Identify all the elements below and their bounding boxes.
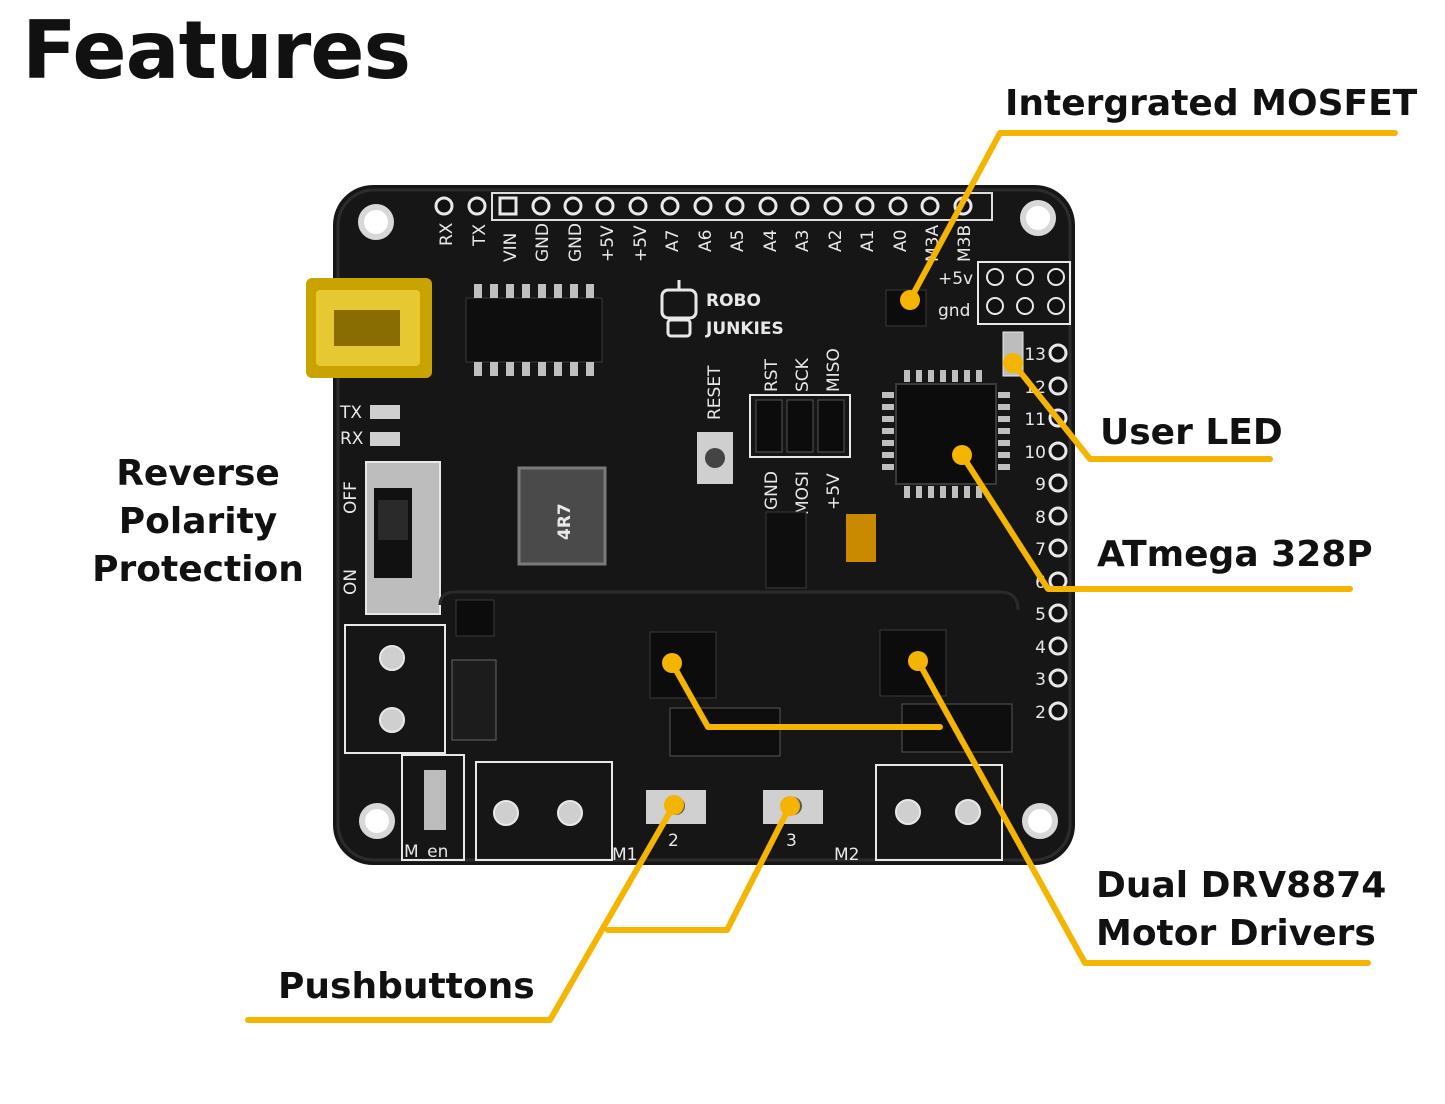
brand-line1: ROBO [706, 291, 761, 311]
header-top-label: SCK [793, 357, 813, 392]
off-label: OFF [341, 481, 361, 514]
top-header-pins [434, 192, 993, 221]
polarity-mosfet [455, 599, 495, 637]
label-reverse-line1: Reverse [116, 453, 280, 494]
pin-label: GND [566, 223, 586, 262]
pin-label: 5 [1035, 605, 1046, 625]
pin-label: A1 [858, 230, 878, 252]
pin-label: 13 [1024, 345, 1046, 365]
leader-user-led [1010, 360, 1273, 462]
pin-label: A0 [891, 230, 911, 252]
label-pushbuttons: Pushbuttons [278, 966, 535, 1007]
m1-label: M1 [612, 845, 637, 865]
usb-connector [306, 278, 432, 378]
btn3-label: 3 [786, 831, 797, 851]
label-motor-drivers: Dual DRV8874 Motor Drivers [1096, 862, 1386, 958]
pin-label: +5V [631, 225, 651, 262]
pin-label: 9 [1035, 475, 1046, 495]
power-switch [365, 461, 441, 615]
btn2-label: 2 [668, 831, 679, 851]
label-reverse-polarity: Reverse Polarity Protection [88, 450, 308, 594]
power-header [977, 261, 1071, 325]
tx-label: TX [339, 403, 362, 423]
pin-label: GND [533, 223, 553, 262]
label-mosfet: Intergrated MOSFET [1005, 83, 1418, 124]
label-motor-line1: Dual DRV8874 [1096, 865, 1387, 906]
pin-label: 3 [1035, 670, 1046, 690]
pin-label: VIN [501, 233, 521, 262]
header-bottom-label: +5V [824, 473, 844, 510]
right-header-pins [1048, 343, 1068, 721]
mounting-holes [358, 200, 1058, 839]
pin-label: TX [470, 224, 490, 247]
pin-label: A6 [696, 230, 716, 252]
leader-motor-bridge [669, 660, 943, 730]
leader-lines [245, 130, 1398, 1023]
brand-line2: JUNKIES [705, 319, 784, 339]
v5-label: +5v [938, 269, 973, 289]
header-top-label: RST [762, 358, 782, 392]
atmega-chip [882, 370, 1010, 498]
leader-motor [915, 658, 1371, 966]
leader-pushbuttons-2 [605, 803, 793, 933]
brand-logo [660, 280, 698, 338]
label-reverse-line3: Protection [92, 549, 304, 590]
reset-label: RESET [705, 365, 725, 420]
rx-label: RX [340, 429, 364, 449]
leader-pushbuttons [245, 802, 677, 1023]
header-bottom-label: GND [762, 471, 782, 510]
top-pin-labels: RX TX VIN GND GND +5V +5V A7 A6 A5 A4 A3… [437, 222, 975, 262]
pin-label: 2 [1035, 703, 1046, 723]
polarity-diode [451, 659, 497, 741]
inductor-label: 4R7 [555, 503, 575, 540]
pin-label: A7 [663, 230, 683, 252]
power-terminal [344, 624, 446, 754]
on-label: ON [341, 569, 361, 595]
isp-header [749, 394, 851, 458]
m-en-label: M_en [404, 842, 448, 862]
pin-label: +5V [598, 225, 618, 262]
label-reverse-line2: Polarity [118, 501, 278, 542]
header-bottom-label: MOSI [793, 471, 813, 515]
pin-label: A5 [728, 230, 748, 252]
pin-label: RX [437, 222, 457, 246]
m2-label: M2 [834, 845, 859, 865]
inductor [517, 466, 607, 566]
pin-label: M3B [955, 225, 975, 262]
voltage-regulator [765, 511, 807, 589]
pin-label: A4 [761, 230, 781, 252]
motor-terminal-m1 [475, 761, 613, 861]
gnd-label: gnd [938, 301, 970, 321]
leader-atmega [959, 452, 1353, 592]
m-en-jumper [401, 754, 465, 861]
label-motor-line2: Motor Drivers [1096, 913, 1376, 954]
pin-label: 8 [1035, 508, 1046, 528]
pin-label: A3 [793, 230, 813, 252]
tantalum-cap [846, 514, 876, 562]
label-atmega: ATmega 328P [1097, 534, 1373, 575]
pin-label: 7 [1035, 540, 1046, 560]
pin-label: 11 [1024, 410, 1046, 430]
pin-label: 4 [1035, 638, 1046, 658]
leader-mosfet [907, 130, 1398, 303]
page-title: Features [22, 4, 411, 97]
pin-label: 10 [1024, 443, 1046, 463]
usb-serial-chip [465, 297, 603, 363]
label-user-led: User LED [1100, 412, 1283, 453]
motor-cap-1 [669, 707, 781, 757]
header-top-label: MISO [824, 348, 844, 392]
pin-label: A2 [826, 230, 846, 252]
